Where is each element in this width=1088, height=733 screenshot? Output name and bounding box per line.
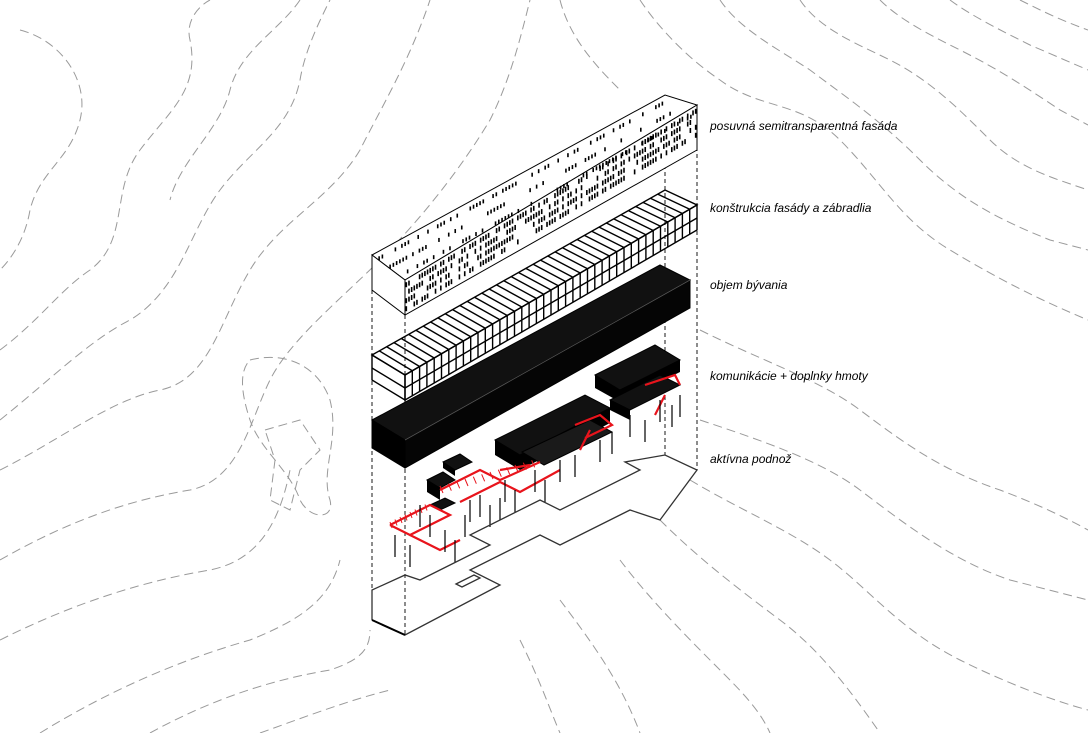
frame-rail (422, 325, 457, 346)
frame-rail (459, 304, 493, 325)
frame-layer (370, 189, 699, 402)
stair-step (456, 481, 461, 489)
frame-rail (496, 284, 530, 304)
stair-step (481, 474, 486, 482)
stair-step (409, 511, 413, 519)
stair-step (489, 471, 494, 480)
communications-layer (389, 344, 682, 567)
stair-step (522, 462, 527, 470)
frame-rail (415, 329, 450, 351)
frame-rail (444, 313, 479, 334)
frame-rail (620, 214, 654, 232)
frame-rail (393, 342, 428, 363)
frame-rail (452, 309, 486, 329)
stair-step (514, 464, 519, 473)
frame-rail (371, 367, 406, 389)
frame-rail (525, 267, 559, 287)
frame-rail (378, 350, 413, 372)
frame-rail (400, 337, 435, 359)
label-base: aktívna podnož (710, 452, 792, 466)
stair-step (394, 519, 398, 526)
frame-rail (657, 193, 690, 210)
facade-layer (371, 94, 699, 317)
frame-rail (503, 280, 537, 300)
stair-step (464, 478, 469, 487)
stair-step (424, 504, 428, 511)
label-volume: objem bývania (710, 278, 788, 292)
frame-rail (540, 259, 574, 278)
stair-step (447, 483, 452, 491)
stair-step (414, 509, 418, 516)
frame-rail (386, 346, 420, 368)
frame-rail (650, 197, 683, 215)
frame-rail (554, 251, 588, 270)
frame-rail (635, 205, 669, 223)
label-frame: konštrukcia fasády a zábradlia (710, 201, 872, 215)
frame-rail (642, 201, 676, 219)
frame-rail (404, 217, 698, 389)
frame-rail (591, 230, 625, 249)
frame-rail (628, 209, 661, 227)
stair-step (497, 469, 502, 477)
frame-rail (474, 296, 508, 317)
label-communications: komunikácie + doplnky hmoty (710, 369, 868, 383)
stair-step (439, 485, 444, 494)
frame-rail (598, 226, 632, 244)
stair-step (389, 521, 393, 529)
label-facade: posuvná semitransparentná fasáda (710, 119, 898, 133)
living-volume (370, 264, 692, 469)
frame-rail (430, 321, 464, 342)
frame-rail (437, 317, 472, 338)
stair-step (399, 516, 403, 524)
stair-step (472, 476, 477, 484)
frame-rail (606, 222, 639, 240)
stair-step (404, 514, 408, 521)
stair-step (506, 467, 511, 475)
frame-rail (466, 300, 501, 321)
frame-rail (584, 234, 618, 253)
frame-rail (569, 243, 603, 261)
frame-rail (518, 271, 552, 291)
frame-rail (510, 276, 545, 295)
frame-rail (613, 218, 647, 236)
frame-rail (576, 238, 610, 257)
frame-rail (481, 292, 515, 312)
frame-rail (547, 255, 581, 274)
frame-rail (408, 333, 442, 355)
frame-rail (532, 263, 566, 283)
stair-step (531, 460, 536, 468)
frame-rail (562, 247, 596, 266)
active-base (371, 454, 698, 636)
frame-rail (488, 288, 523, 308)
